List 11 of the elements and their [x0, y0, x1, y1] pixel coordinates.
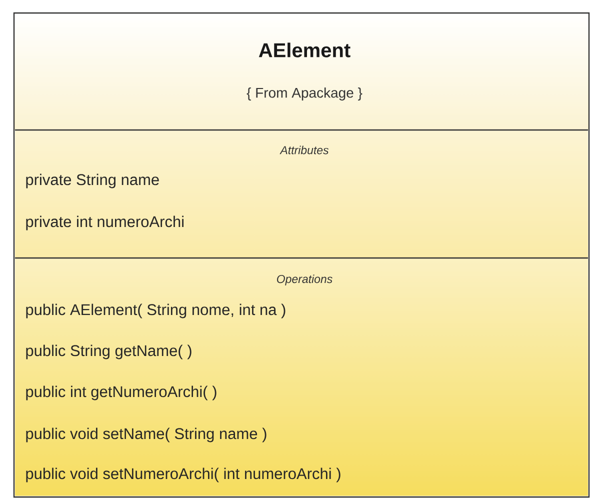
member-text: public String getName( )	[26, 344, 192, 360]
compartment-title: Attributes	[280, 146, 329, 154]
member-text: public int getNumeroArchi( )	[26, 386, 216, 400]
member-text: public void setName( String name )	[26, 428, 266, 442]
member-text: private String name	[26, 174, 159, 188]
member-text: private int numeroArchi	[26, 216, 184, 230]
member-text: public AElement( String nome, int na )	[26, 304, 286, 318]
compartment-title: Operations	[277, 274, 332, 286]
class-name: AElement	[258, 42, 350, 58]
member-text: public void setNumeroArchi( int numeroArchi )	[26, 468, 340, 482]
package-note: { From Apackage }	[246, 87, 362, 101]
